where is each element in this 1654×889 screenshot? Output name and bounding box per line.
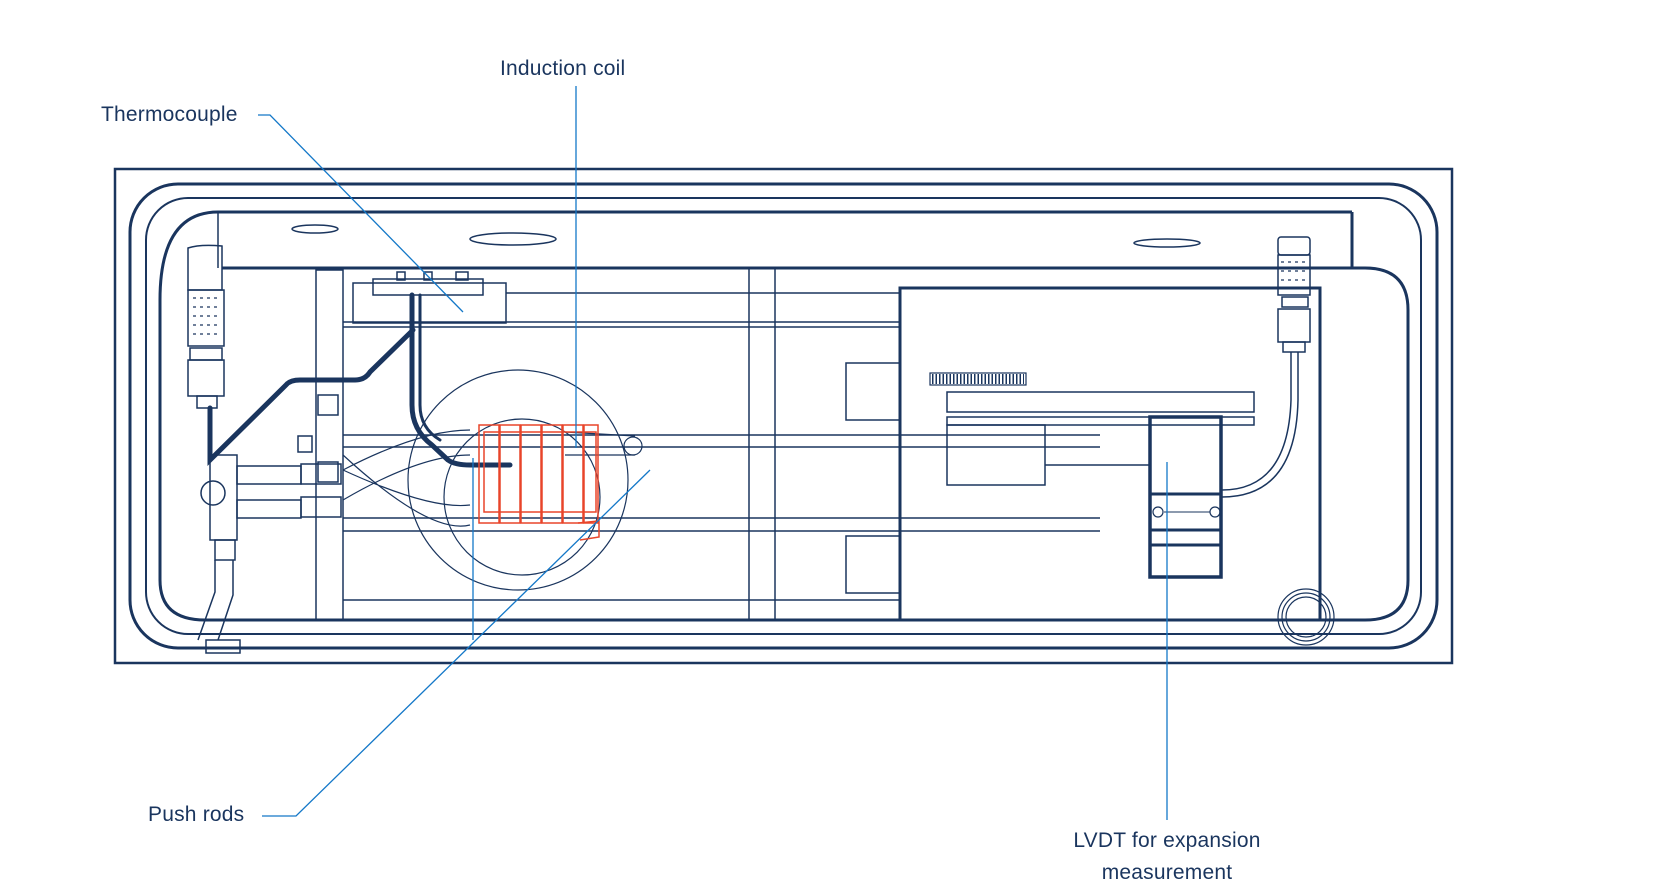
- induction-coil: [478, 424, 600, 541]
- label-lvdt-line2: measurement: [1101, 861, 1233, 884]
- label-induction-coil: Induction coil: [500, 57, 626, 80]
- label-thermocouple: Thermocouple: [101, 103, 238, 126]
- thermocouple-leader: [258, 114, 464, 313]
- label-lvdt-line1: LVDT for expansion: [1073, 829, 1261, 852]
- coil-assembly: [342, 369, 643, 591]
- leader-lines: [258, 86, 1168, 820]
- left-connector: [187, 244, 342, 654]
- frame-rails: [297, 267, 1100, 621]
- thermocouple-cables: [207, 292, 513, 468]
- right-connector: [1221, 236, 1311, 498]
- lvdt-housing: [845, 286, 1335, 646]
- push-rods-leader: [262, 469, 651, 817]
- label-lvdt: LVDT for expansion measurement: [1060, 825, 1274, 889]
- label-push-rods: Push rods: [148, 803, 245, 826]
- housing: [113, 167, 1454, 665]
